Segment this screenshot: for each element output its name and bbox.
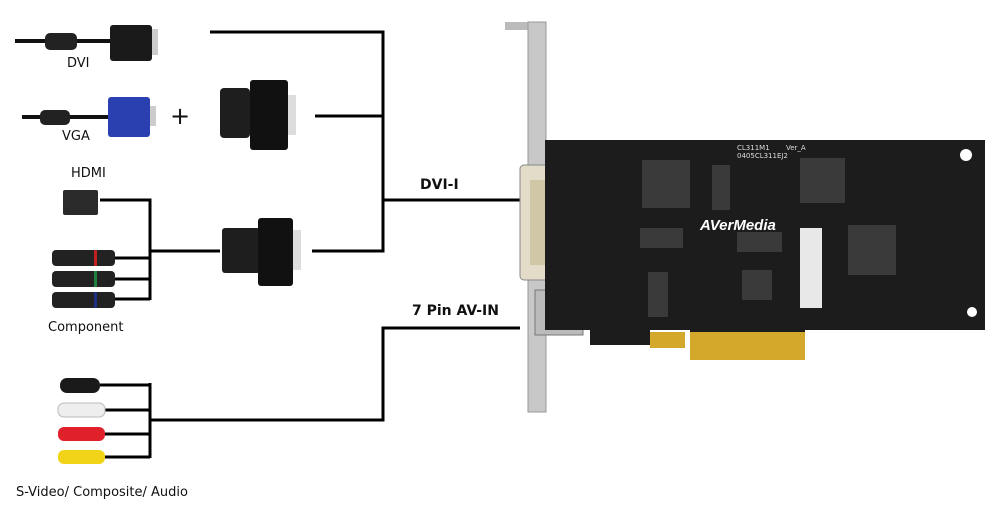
label-av: S-Video/ Composite/ Audio: [16, 485, 188, 500]
capture-card-image: AVerMedia: [505, 21, 985, 413]
board-part: 0405CL311EJ2: [737, 152, 788, 160]
label-av-in: 7 Pin AV-IN: [412, 303, 499, 319]
hdmi-connector-icon: [63, 190, 98, 215]
label-vga: VGA: [62, 129, 90, 144]
wires: [100, 30, 520, 459]
dvi-vga-adapter-icon: [220, 80, 296, 150]
component-rca-icons: [52, 250, 115, 308]
dvi-cable-icon: [15, 25, 158, 61]
brand-logo: AVerMedia: [699, 217, 776, 234]
plus-sign: +: [170, 102, 191, 130]
av-in-wire: [150, 326, 520, 422]
vga-cable-icon: [22, 97, 156, 137]
av-cable-icons: [57, 378, 106, 464]
board-version: Ver_A: [786, 144, 806, 152]
label-dvi-i: DVI-I: [420, 177, 459, 193]
label-component: Component: [48, 320, 124, 335]
board-model: CL311M1: [737, 144, 770, 152]
dvi-wire: [210, 30, 385, 253]
label-dvi: DVI: [67, 56, 90, 71]
label-hdmi: HDMI: [71, 166, 106, 181]
hdmi-wire: [100, 198, 152, 300]
dvi-component-adapter-icon: [222, 218, 301, 286]
